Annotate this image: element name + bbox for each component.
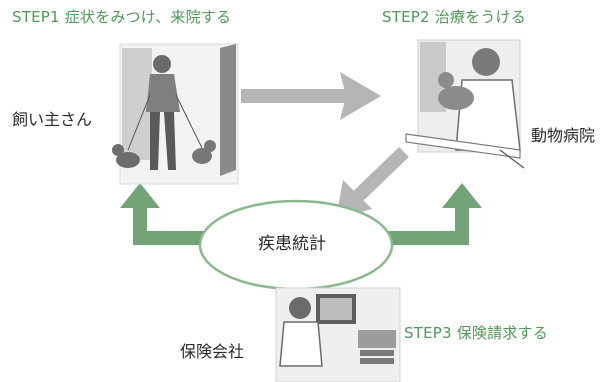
step3-label: STEP3 保険請求する [404,324,548,342]
owner-walking-dogs-illustration [112,43,239,185]
insurer-label: 保険会社 [180,342,245,361]
step2-label: STEP2 治療をうける [382,8,526,26]
owner-label: 飼い主さん [12,110,93,129]
arrow-owner-to-hospital [241,72,381,120]
office-worker-at-computer-illustration [275,287,401,382]
arrow-statistics-to-hospital [378,183,482,245]
statistics-label: 疾患統計 [258,234,326,254]
veterinarian-holding-cat-illustration [405,39,525,169]
arrow-statistics-to-owner [120,183,212,245]
step1-label: STEP1 症状をみつけ、来院する [12,8,232,26]
hospital-label: 動物病院 [531,126,596,145]
